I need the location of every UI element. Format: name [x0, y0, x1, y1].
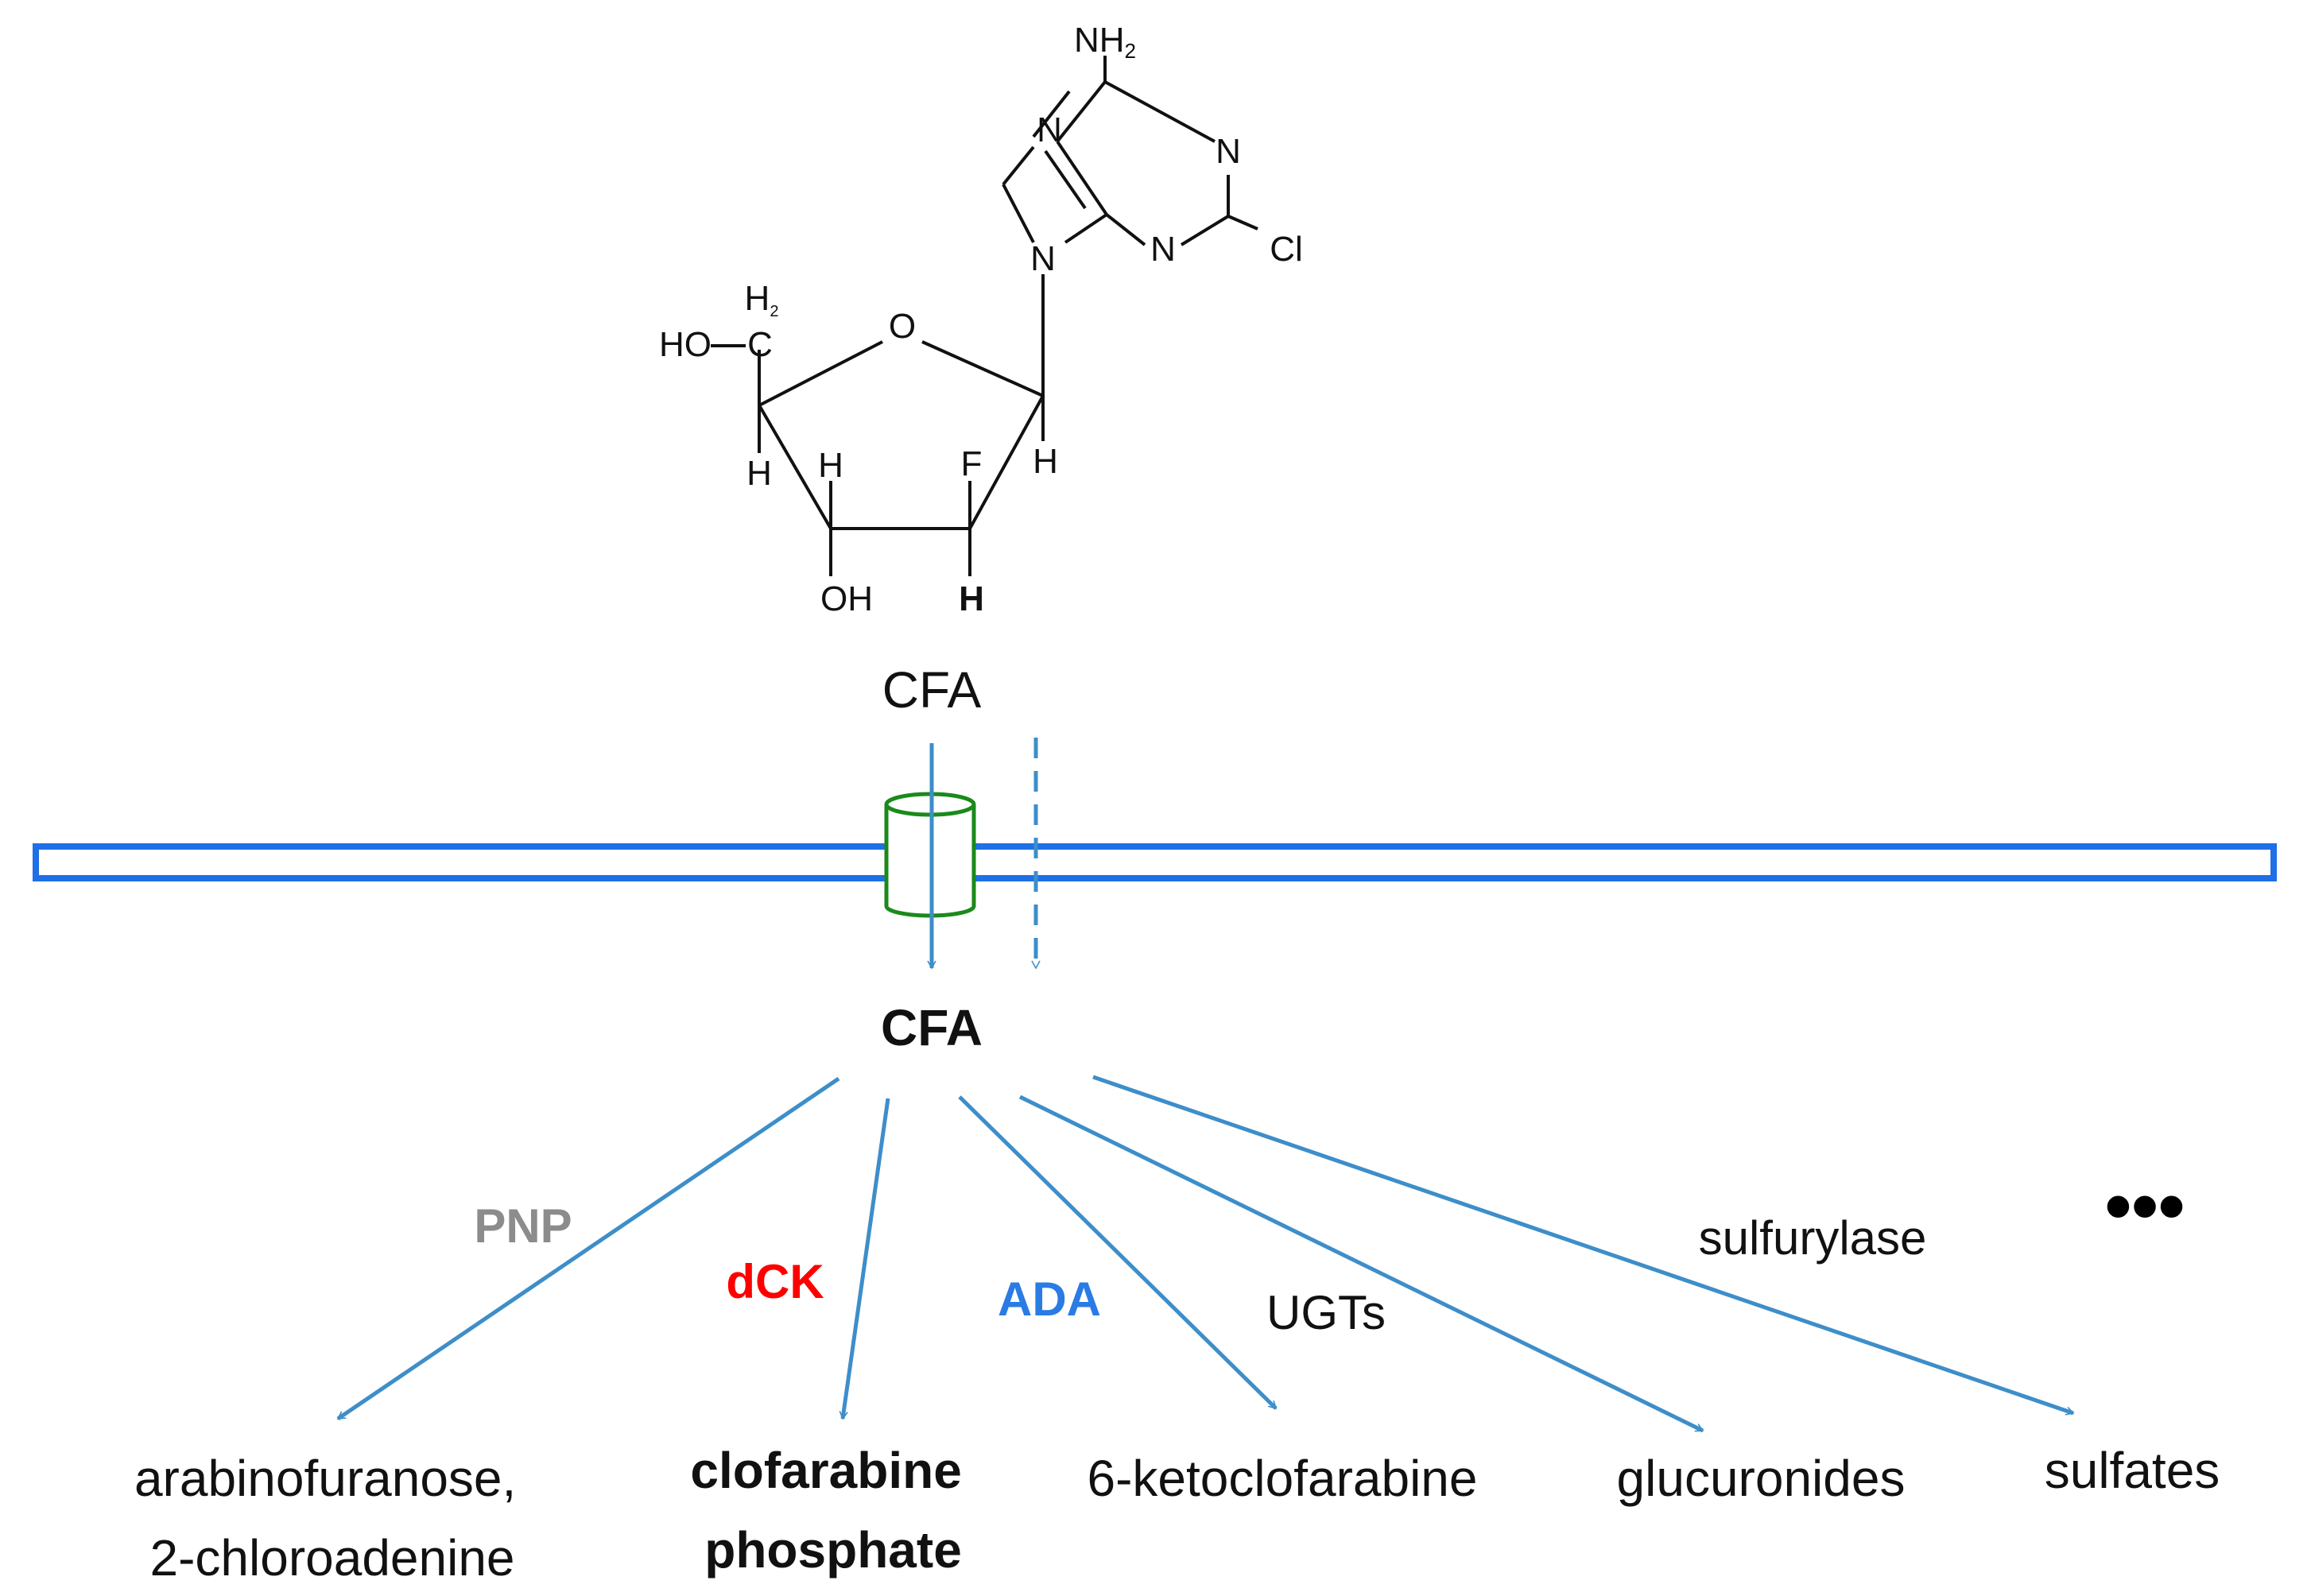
arrow-to-glucuronides: [1018, 1094, 1704, 1433]
atom-h-c2: H: [959, 579, 984, 618]
arrow-to-arabinofuranose: [336, 1076, 840, 1421]
product-glucuronides: glucuronides: [1617, 1450, 1906, 1507]
metabolic-arrows: [336, 1075, 2075, 1433]
atom-n-lower-left: N: [1030, 239, 1056, 278]
product-arabinofuranose-line1: arabinofuranose,: [134, 1450, 516, 1507]
atom-h2: H2: [745, 279, 779, 320]
enzyme-dck: dCK: [726, 1255, 824, 1308]
enzyme-pnp: PNP: [474, 1199, 572, 1253]
enzyme-sulfurylase: sulfurylase: [1699, 1211, 1927, 1265]
atom-c: C: [747, 325, 773, 364]
enzyme-ugts: UGTs: [1266, 1286, 1386, 1339]
product-clofarabine-phosphate-line2: phosphate: [704, 1521, 962, 1579]
product-clofarabine-phosphate-line1: clofarabine: [690, 1442, 961, 1499]
product-labels: arabinofuranose, 2-chloroadenine clofara…: [134, 1442, 2220, 1586]
arrow-to-sulfates: [1092, 1075, 2075, 1416]
product-clofarabine-phosphate: clofarabine phosphate: [690, 1442, 975, 1579]
arrow-to-clofarabine-phosphate: [839, 1098, 890, 1420]
atom-nh2: NH2: [1074, 21, 1136, 63]
atom-o-ring: O: [889, 307, 916, 346]
atom-cl: Cl: [1270, 230, 1303, 269]
cell-membrane: [33, 843, 2277, 881]
atom-h-c4: H: [746, 454, 772, 493]
structure-atom-labels: NH2 N N N N Cl HO C H2 O H H F H OH H: [659, 21, 1303, 618]
ellipsis-more-pathways: •••: [2105, 1164, 2185, 1249]
atom-n-upper-right: N: [1216, 132, 1241, 171]
product-ketoclofarabine: 6-ketoclofarabine: [1088, 1450, 1478, 1507]
product-arabinofuranose-line2: 2-chloroadenine: [150, 1529, 515, 1586]
clofarabine-structure: [711, 56, 1258, 576]
cfa-outside-label: CFA: [882, 661, 982, 719]
atom-n-upper-left: N: [1037, 110, 1062, 149]
atom-ho: HO: [659, 325, 712, 364]
enzyme-ada: ADA: [998, 1273, 1101, 1326]
product-arabinofuranose: arabinofuranose, 2-chloroadenine: [134, 1450, 530, 1586]
cfa-inside-label: CFA: [881, 999, 983, 1056]
atom-h-c1: H: [1033, 442, 1058, 481]
atom-n-lower-right: N: [1150, 230, 1176, 269]
enzyme-labels: PNP dCK ADA UGTs sulfurylase: [474, 1199, 1926, 1339]
arrow-to-ketoclofarabine: [958, 1095, 1278, 1410]
product-sulfates: sulfates: [2045, 1442, 2220, 1499]
atom-h-c3: H: [818, 446, 843, 485]
atom-oh: OH: [820, 579, 873, 618]
atom-f: F: [961, 444, 983, 483]
